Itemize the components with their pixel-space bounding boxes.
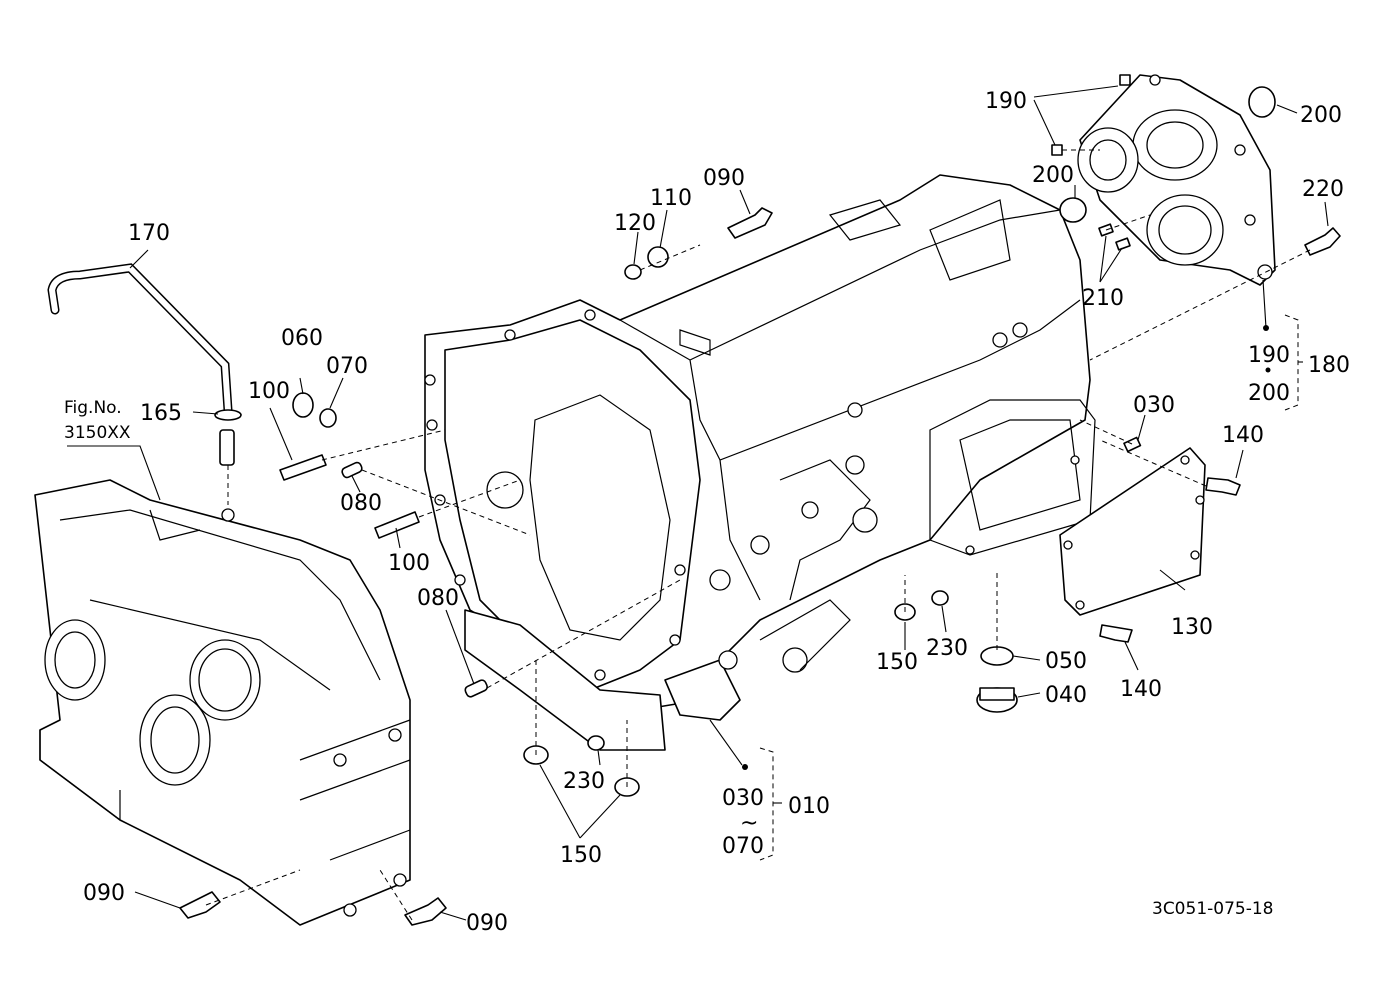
callout-150-right: 150	[876, 650, 918, 675]
rear-axle-bracket	[1077, 74, 1276, 286]
callout-200-top: 200	[1300, 103, 1342, 128]
callout-040: 040	[1045, 683, 1087, 708]
callout-190-bracket: 190	[1248, 343, 1290, 368]
callout-190-top: 190	[985, 89, 1027, 114]
callout-090-bottom-left: 090	[83, 881, 125, 906]
drawing-number: 3C051-075-18	[1152, 899, 1273, 919]
front-gear-case	[34, 479, 411, 926]
callout-165: 165	[140, 401, 182, 426]
callout-220: 220	[1302, 177, 1344, 202]
assembly-lines	[205, 149, 1311, 921]
callout-090-top: 090	[703, 166, 745, 191]
callout-230-left: 230	[563, 769, 605, 794]
callout-170: 170	[128, 221, 170, 246]
callout-230-right: 230	[926, 636, 968, 661]
callout-140-lower: 140	[1120, 677, 1162, 702]
callout-120: 120	[614, 211, 656, 236]
callout-100-lower: 100	[388, 551, 430, 576]
callout-140-upper: 140	[1222, 423, 1264, 448]
leader-lines	[67, 85, 1329, 921]
callout-080-lower: 080	[417, 586, 459, 611]
transmission-case	[424, 174, 1096, 751]
side-cover-plate	[1059, 447, 1206, 616]
callout-050: 050	[1045, 649, 1087, 674]
callout-200-bracket: 200	[1248, 381, 1290, 406]
callout-200-left: 200	[1032, 163, 1074, 188]
callout-210: 210	[1082, 286, 1124, 311]
callout-070-bracket: 070	[722, 834, 764, 859]
callout-010: 010	[788, 794, 830, 819]
callout-180: 180	[1308, 353, 1350, 378]
callout-030-bracket: 030	[722, 786, 764, 811]
callout-070-upper: 070	[326, 354, 368, 379]
range-tilde: ~	[740, 811, 758, 836]
callout-150-left: 150	[560, 843, 602, 868]
callout-030-right: 030	[1133, 393, 1175, 418]
figure-ref-line2: 3150XX	[64, 423, 131, 443]
figure-ref-line1: Fig.No.	[64, 398, 122, 418]
assembly-brackets	[742, 314, 1303, 861]
callout-110: 110	[650, 186, 692, 211]
callout-060: 060	[281, 326, 323, 351]
callout-080-upper: 080	[340, 491, 382, 516]
callout-130: 130	[1171, 615, 1213, 640]
callout-labels: Fig.No. 3150XX 3C051-075-18 170 165 100 …	[64, 89, 1350, 936]
callout-090-bottom-right: 090	[466, 911, 508, 936]
callout-100-upper: 100	[248, 379, 290, 404]
